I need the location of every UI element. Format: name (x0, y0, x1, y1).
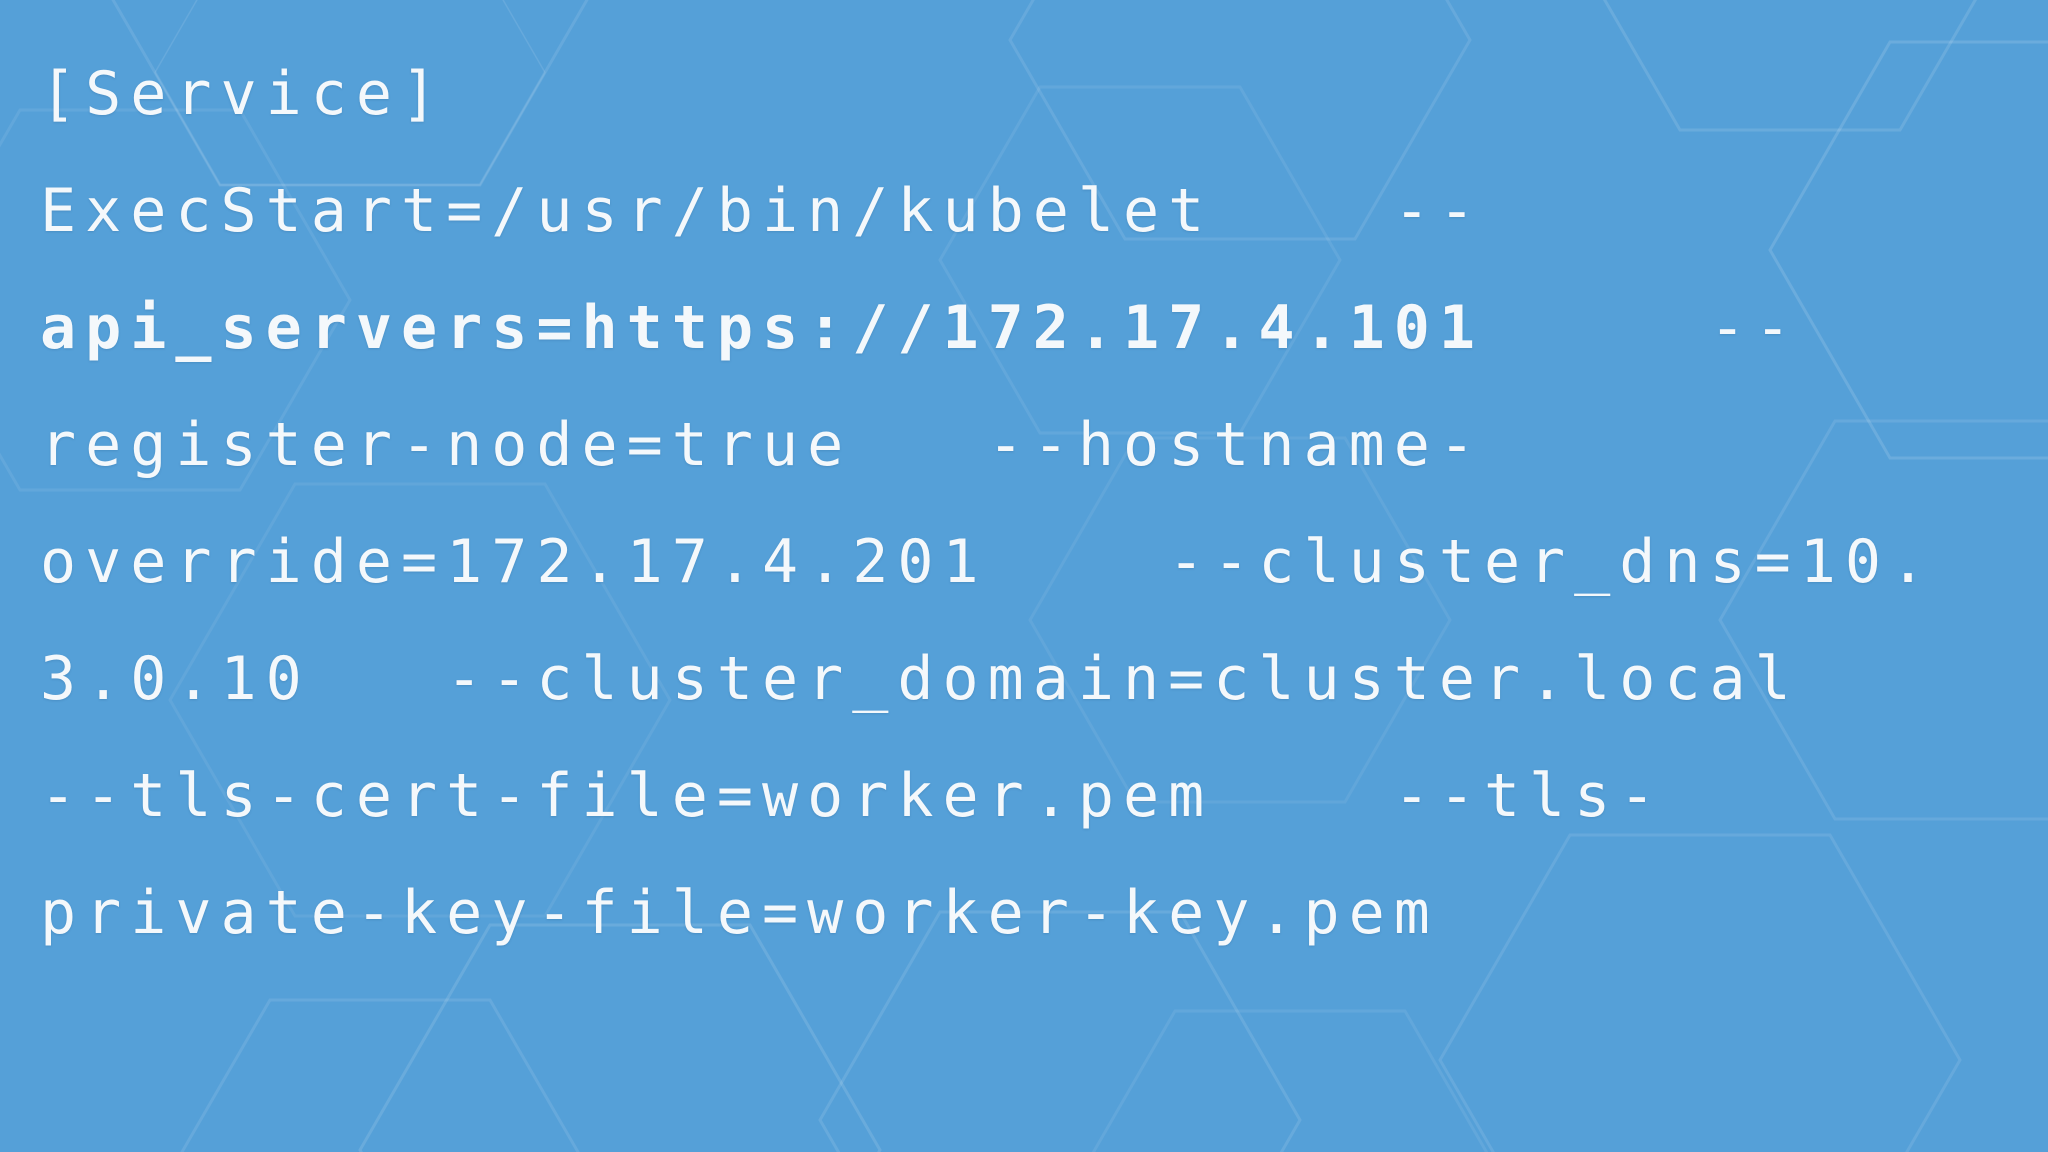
config-line: register-node=true --hostname- (40, 387, 2048, 504)
config-segment: register-node=true --hostname- (40, 410, 1484, 480)
config-line: --tls-cert-file=worker.pem --tls- (40, 738, 2048, 855)
config-line: [Service] (40, 36, 2048, 153)
config-segment: --tls-cert-file=worker.pem --tls- (40, 761, 1665, 831)
config-line: ExecStart=/usr/bin/kubelet -- (40, 153, 2048, 270)
config-line: 3.0.10 --cluster_domain=cluster.local (40, 621, 2048, 738)
config-segment: private-key-file=worker-key.pem (40, 878, 1439, 948)
config-segment: 3.0.10 --cluster_domain=cluster.local (40, 644, 1800, 714)
config-segment: -- (1483, 293, 1800, 363)
config-code-block: [Service] ExecStart=/usr/bin/kubelet -- ap… (40, 36, 2048, 972)
config-segment-bold: api_servers=https://172.17.4.101 (40, 293, 1484, 363)
config-segment: override=172.17.4.201 --cluster_dns=10. (40, 527, 1936, 597)
config-line: override=172.17.4.201 --cluster_dns=10. (40, 504, 2048, 621)
config-line: api_servers=https://172.17.4.101 -- (40, 270, 2048, 387)
config-segment: [Service] (40, 59, 447, 129)
config-line: private-key-file=worker-key.pem (40, 855, 2048, 972)
config-segment: ExecStart=/usr/bin/kubelet -- (40, 176, 1484, 246)
